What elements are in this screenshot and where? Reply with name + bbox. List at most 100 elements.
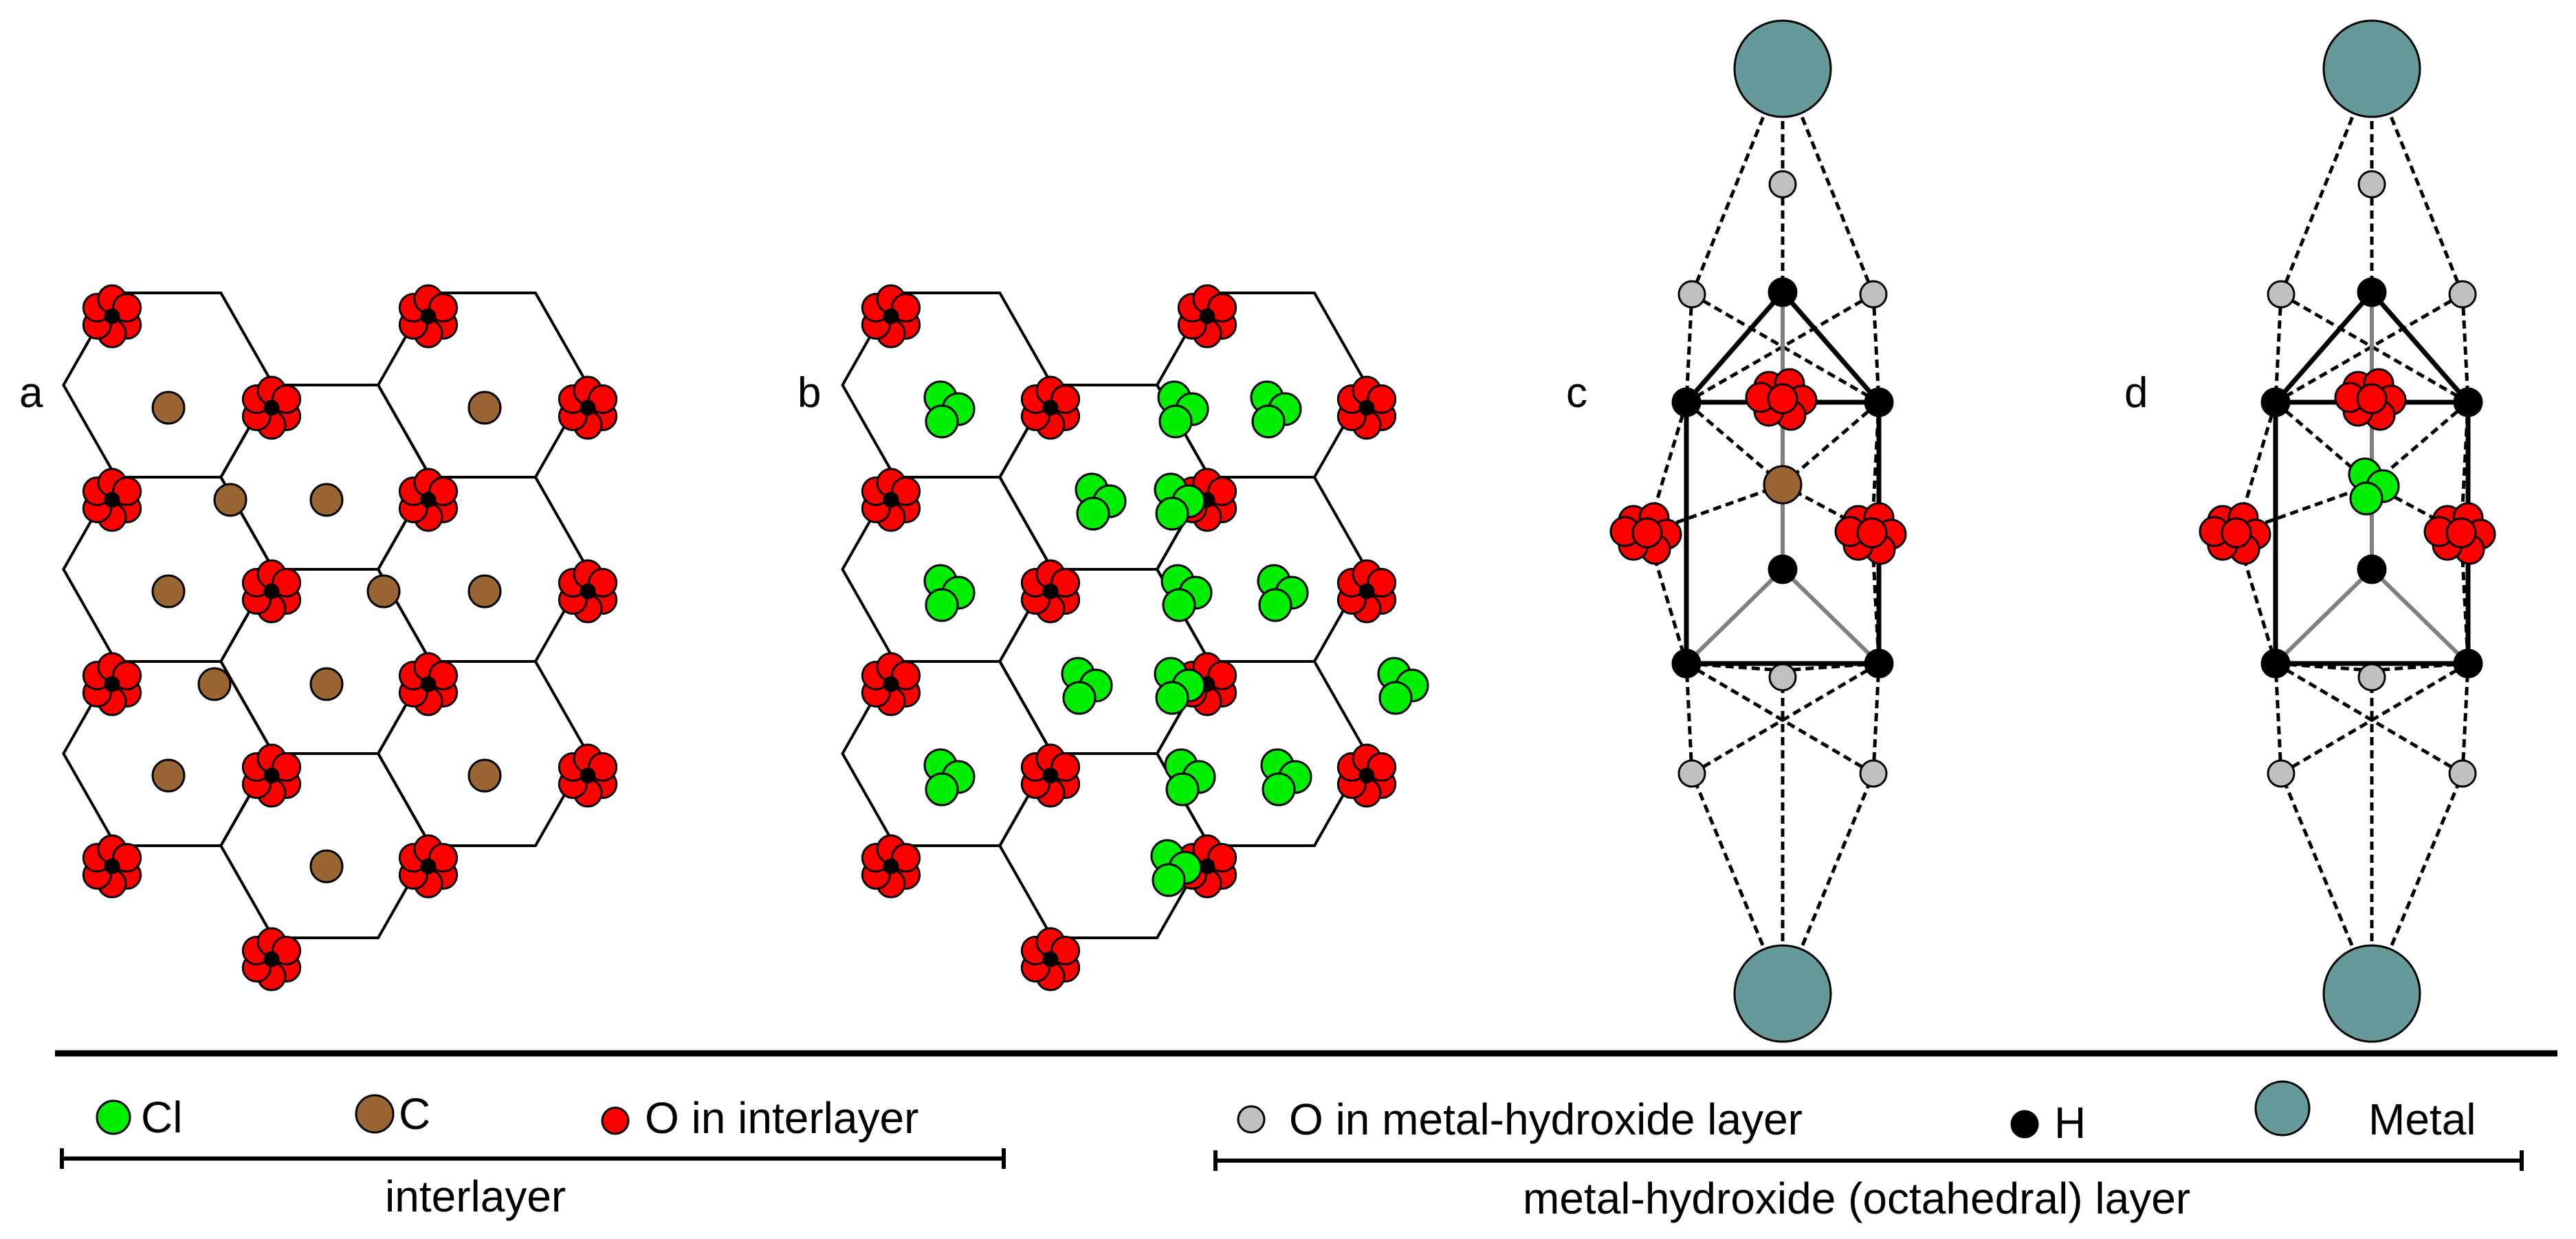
hydrogen-atom xyxy=(580,399,596,416)
dashed-bond xyxy=(2234,532,2278,664)
dashed-bond xyxy=(2234,402,2278,534)
hydroxide-oxygen-atom xyxy=(1859,759,1888,788)
chloride-cluster xyxy=(923,564,976,622)
h-swatch xyxy=(2010,1110,2039,1139)
interlayer-oxygen-atom xyxy=(1207,843,1237,873)
hydrogen-atom xyxy=(2453,387,2483,417)
chloride-atom xyxy=(1165,772,1200,807)
interlayer-oxygen-atom xyxy=(1631,517,1663,549)
chloride-atom xyxy=(1155,496,1189,531)
chloride-cluster xyxy=(1154,657,1206,715)
interlayer-oxygen-cluster xyxy=(861,834,921,899)
interlayer-oxygen-cluster xyxy=(1336,559,1397,624)
hydrogen-atom xyxy=(104,676,120,692)
bracket-metal-hydroxide xyxy=(1213,1150,2524,1171)
dashed-bond xyxy=(1685,401,1784,486)
interlayer-oxygen-atom xyxy=(1367,752,1397,782)
interlayer-oxygen-cluster xyxy=(1336,743,1397,808)
hydrogen-atom xyxy=(263,767,280,784)
dashed-bond xyxy=(2274,294,2283,403)
solid-bond xyxy=(1684,290,1785,404)
hydrogen-atom xyxy=(1042,767,1059,784)
legend-label-h: H xyxy=(2054,1098,2086,1148)
interlayer-oxygen-cluster xyxy=(82,284,142,349)
interlayer-oxygen-atom xyxy=(1050,936,1081,965)
hydroxide-oxygen-atom xyxy=(2357,170,2386,199)
interlayer-oxygen-atom xyxy=(1050,568,1081,597)
panel-c-octahedral-carbonate xyxy=(1609,19,1907,1043)
hydrogen-atom xyxy=(2357,277,2387,307)
interlayer-oxygen-atom xyxy=(112,843,142,873)
metal-atom xyxy=(1733,19,1832,118)
gray-bond xyxy=(1684,567,1785,666)
o-interlayer-swatch xyxy=(601,1106,630,1135)
dashed-bond xyxy=(1685,292,1875,404)
hydrogen-atom xyxy=(104,858,120,875)
lattice-hexagon xyxy=(1155,660,1369,847)
interlayer-oxygen-cluster xyxy=(1020,927,1081,991)
interlayer-oxygen-atom xyxy=(112,661,142,690)
solid-bond xyxy=(2274,290,2374,404)
group-label-metal-hydroxide: metal-hydroxide (octahedral) layer xyxy=(1523,1174,2190,1223)
legend-item-o-hydroxide: O in metal-hydroxide layer xyxy=(1237,1095,1803,1144)
interlayer-oxygen-atom xyxy=(272,752,302,782)
hydrogen-atom xyxy=(1042,583,1059,600)
chloride-cluster xyxy=(1377,657,1429,715)
carbon-atom xyxy=(1763,465,1803,505)
carbon-atom xyxy=(467,574,502,608)
hydrogen-atom xyxy=(1768,277,1798,307)
dashed-bond xyxy=(1685,661,1875,776)
interlayer-oxygen-cluster xyxy=(1745,368,1818,431)
gray-bond xyxy=(2370,567,2470,666)
dashed-bond xyxy=(1871,663,1881,774)
hydrogen-atom xyxy=(263,399,280,416)
hydroxide-oxygen-atom xyxy=(2267,280,2296,309)
chloride-cluster xyxy=(1260,748,1312,807)
carbon-atom xyxy=(309,849,344,884)
hydrogen-atom xyxy=(1671,387,1702,417)
interlayer-oxygen-cluster xyxy=(558,375,618,440)
hydrogen-atom xyxy=(2260,648,2291,679)
dashed-bond xyxy=(2280,292,2469,404)
hydroxide-oxygen-atom xyxy=(2357,663,2386,692)
panel-label-d: d xyxy=(2124,369,2148,417)
chloride-cluster xyxy=(1154,472,1206,531)
cl-swatch xyxy=(96,1099,131,1135)
legend-label-cl: Cl xyxy=(141,1093,182,1142)
interlayer-oxygen-cluster xyxy=(398,834,459,899)
hydrogen-atom xyxy=(2357,554,2387,584)
hydrogen-atom xyxy=(104,492,120,508)
interlayer-oxygen-cluster xyxy=(82,468,142,532)
interlayer-oxygen-cluster xyxy=(82,652,142,716)
interlayer-oxygen-cluster xyxy=(1020,559,1081,624)
gray-bond xyxy=(1781,567,1881,666)
hydrogen-atom xyxy=(420,858,437,875)
interlayer-oxygen-atom xyxy=(1050,384,1081,414)
interlayer-oxygen-cluster xyxy=(1177,284,1237,349)
interlayer-oxygen-atom xyxy=(891,476,921,506)
chloride-atom xyxy=(1258,588,1292,622)
hydrogen-atom xyxy=(1671,648,1702,679)
interlayer-oxygen-atom xyxy=(428,661,459,690)
interlayer-oxygen-atom xyxy=(428,476,459,506)
interlayer-oxygen-cluster xyxy=(241,743,302,808)
chloride-atom xyxy=(925,404,959,439)
hydrogen-atom xyxy=(263,583,280,600)
panel-b-hexagonal-interlayer-chloride xyxy=(841,284,1429,991)
interlayer-oxygen-cluster xyxy=(861,468,921,532)
chloride-atom xyxy=(1152,863,1186,897)
o-hydroxide-swatch xyxy=(1237,1105,1266,1134)
carbon-atom xyxy=(309,483,344,517)
hydrogen-atom xyxy=(1768,554,1798,584)
carbon-atom xyxy=(151,758,186,793)
legend-item-cl: Cl xyxy=(96,1093,182,1142)
interlayer-oxygen-cluster xyxy=(1336,375,1397,440)
interlayer-oxygen-atom xyxy=(1207,476,1237,506)
panel-label-b: b xyxy=(797,369,821,417)
legend-item-metal: Metal xyxy=(2254,1080,2476,1144)
c-swatch xyxy=(355,1094,395,1134)
chloride-cluster xyxy=(923,380,976,439)
interlayer-oxygen-atom xyxy=(272,568,302,597)
legend-item-h: H xyxy=(2010,1098,2086,1148)
interlayer-oxygen-atom xyxy=(428,843,459,873)
